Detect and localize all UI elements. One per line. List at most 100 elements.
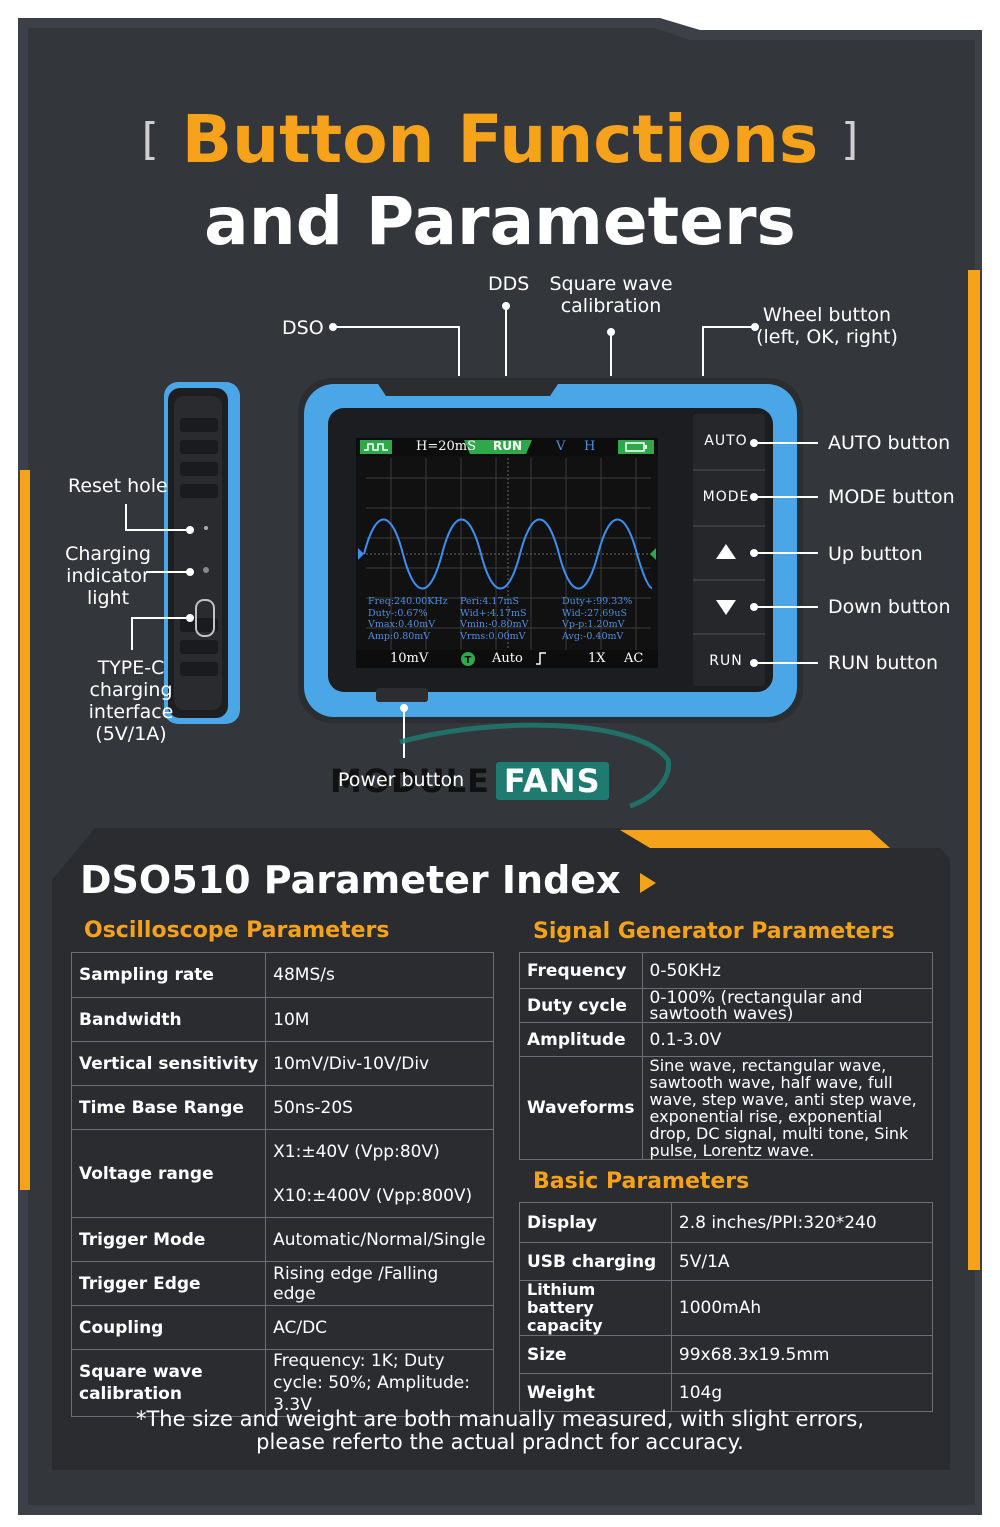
mode-key[interactable]: MODE [702, 489, 750, 505]
param-key: Waveforms [519, 1056, 643, 1160]
voltage-x10: X10:±400V (Vpp:800V) [273, 1185, 473, 1206]
screen-graphics: T [356, 438, 658, 668]
callout-wheel-line2: (left, OK, right) [756, 326, 898, 348]
meas-duty-plus: Duty+:99.33% [562, 596, 633, 607]
callout-typec-line1: TYPE-C [97, 657, 165, 679]
footnote-line2: please referto the actual pradnct for ac… [256, 1430, 744, 1454]
index-arrow-icon [639, 873, 656, 893]
param-key: Coupling [70, 1305, 267, 1350]
param-key: Bandwidth [70, 997, 267, 1042]
meas-vrms: Vrms:0.00mV [460, 630, 526, 642]
screen-coupling: AC [624, 651, 644, 666]
param-value: Frequency: 1K; Duty cycle: 50%; Amplitud… [265, 1349, 494, 1417]
watermark-part1: MODULE [330, 762, 490, 800]
callout-power-button: Power button [338, 769, 465, 791]
screen-measurements-col1: Freq:240.00KHz Duty-:0.67% Vmax:0.40mV A… [368, 596, 448, 642]
device-screen: T H=20mS RUN V H Freq:240.00KHz Duty-:0.… [356, 438, 658, 668]
callout-dds: DDS [488, 273, 530, 295]
screen-h-indicator: H [584, 439, 596, 454]
callout-typec-line2: charging [89, 679, 173, 701]
param-value: 104g [670, 1373, 934, 1412]
callout-wheel-line1: Wheel button [762, 304, 892, 326]
param-key: Display [519, 1202, 672, 1243]
callout-down-button: Down button [828, 596, 951, 618]
callout-typec: TYPE-C charging interface (5V/1A) [80, 657, 182, 745]
callout-wheel: Wheel button (left, OK, right) [756, 304, 898, 348]
param-key: Voltage range [70, 1129, 267, 1218]
param-key: Trigger Mode [70, 1217, 267, 1262]
param-key: Sampling rate [70, 952, 267, 998]
param-key: Amplitude [519, 1022, 643, 1057]
footnote-line1: *The size and weight are both manually m… [135, 1407, 865, 1431]
oscilloscope-heading: Oscilloscope Parameters [84, 918, 390, 943]
param-value: 0.1-3.0V [641, 1022, 934, 1057]
callout-dso: DSO [282, 317, 324, 339]
param-value: 1000mAh [670, 1280, 934, 1336]
meas-freq: Freq:240.00KHz [368, 596, 448, 607]
page-subtitle: and Parameters [204, 183, 796, 260]
up-key-triangle-icon[interactable] [716, 544, 736, 559]
run-key[interactable]: RUN [709, 653, 743, 669]
param-key: Frequency [519, 952, 643, 989]
callout-square-wave-line2: calibration [560, 295, 662, 317]
callout-mode-button: MODE button [828, 486, 955, 508]
callout-charging-line2: indicator [66, 565, 150, 587]
signal-generator-heading: Signal Generator Parameters [533, 919, 895, 944]
meas-vmax: Vmax:0.40mV [368, 619, 436, 630]
callout-reset-hole: Reset hole [68, 475, 168, 497]
meas-vmin: Vmin:-0.80mV [460, 619, 529, 630]
title-highlight: Button Functions [181, 101, 819, 178]
param-value: 10mV/Div-10V/Div [265, 1041, 494, 1086]
screen-run-status: RUN [493, 439, 523, 453]
meas-width-minus: Wid-:27.69uS [562, 607, 627, 619]
param-value: AC/DC [265, 1305, 494, 1350]
param-key: Duty cycle [519, 988, 643, 1023]
callout-charging-line3: light [86, 587, 130, 609]
callout-auto-button: AUTO button [828, 432, 951, 454]
callout-square-wave: Square wave calibration [540, 273, 682, 317]
auto-key[interactable]: AUTO [704, 433, 748, 449]
meas-duty-minus: Duty-:0.67% [368, 607, 428, 619]
basic-heading: Basic Parameters [533, 1169, 750, 1194]
param-key: Time Base Range [70, 1085, 267, 1130]
param-value: Automatic/Normal/Single [265, 1217, 494, 1262]
param-value: 10M [265, 997, 494, 1042]
screen-timebase: H=20mS [416, 439, 477, 454]
callout-typec-line4: (5V/1A) [95, 723, 167, 745]
screen-volt-div: 10mV [390, 651, 429, 666]
param-value: 0-50KHz [641, 952, 934, 989]
watermark-part2: FANS [495, 762, 609, 800]
page-title: [ Button Functions ] [0, 100, 1000, 180]
param-value: 5V/1A [670, 1242, 934, 1281]
param-value: 48MS/s [265, 952, 494, 998]
param-value: Sine wave, rectangular wave, sawtooth wa… [641, 1056, 934, 1160]
callout-run-button: RUN button [828, 652, 939, 674]
callout-typec-line3: interface [88, 701, 174, 723]
down-key-triangle-icon[interactable] [716, 600, 736, 615]
meas-vpp: Vp-p:1.20mV [562, 619, 625, 630]
callout-square-wave-line1: Square wave [549, 273, 673, 295]
screen-trigger-mode: Auto [492, 651, 523, 666]
param-value: 0-100% (rectangular and sawtooth waves) [641, 988, 934, 1023]
param-value: 99x68.3x19.5mm [670, 1335, 934, 1374]
meas-avg: Avg:-0.40mV [562, 630, 624, 642]
param-key: Lithium battery capacity [519, 1280, 672, 1336]
param-value: 50ns-20S [265, 1085, 494, 1130]
